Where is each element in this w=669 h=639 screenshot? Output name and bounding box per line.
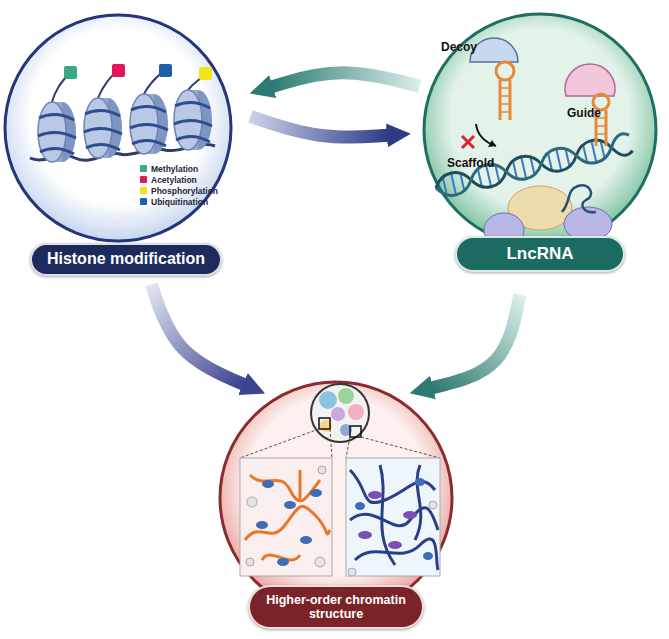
node-title: Higher-order chromatin structure [258, 593, 414, 622]
title-pill: Histone modification [30, 243, 222, 276]
legend-swatch [140, 176, 147, 183]
legend-text: Acetylation [151, 175, 197, 185]
legend-row: Ubiquitination [140, 196, 218, 207]
mechanism-label: Decoy [441, 40, 477, 54]
mechanism-label: Scaffold [447, 156, 494, 170]
curved-arrow [432, 295, 520, 388]
circle-shape [5, 15, 231, 241]
legend-text: Ubiquitination [151, 197, 208, 207]
curved-arrow [250, 116, 388, 137]
circle-shape [424, 14, 656, 246]
curved-arrow [272, 73, 420, 87]
legend-row: Methylation [140, 163, 218, 174]
legend-swatch [140, 165, 147, 172]
legend: MethylationAcetylationPhosphorylationUbi… [140, 163, 218, 207]
circle-shape [220, 382, 452, 614]
legend-swatch [140, 187, 147, 194]
node-title: LncRNA [506, 244, 573, 264]
legend-row: Acetylation [140, 174, 218, 185]
legend-text: Phosphorylation [151, 186, 218, 196]
title-pill: Higher-order chromatin structure [248, 585, 424, 629]
mechanism-label: Guide [567, 106, 601, 120]
legend-text: Methylation [151, 164, 198, 174]
node-title: Histone modification [47, 250, 205, 268]
legend-row: Phosphorylation [140, 185, 218, 196]
curved-arrow [151, 285, 244, 385]
title-pill: LncRNA [455, 236, 625, 272]
legend-swatch [140, 198, 147, 205]
